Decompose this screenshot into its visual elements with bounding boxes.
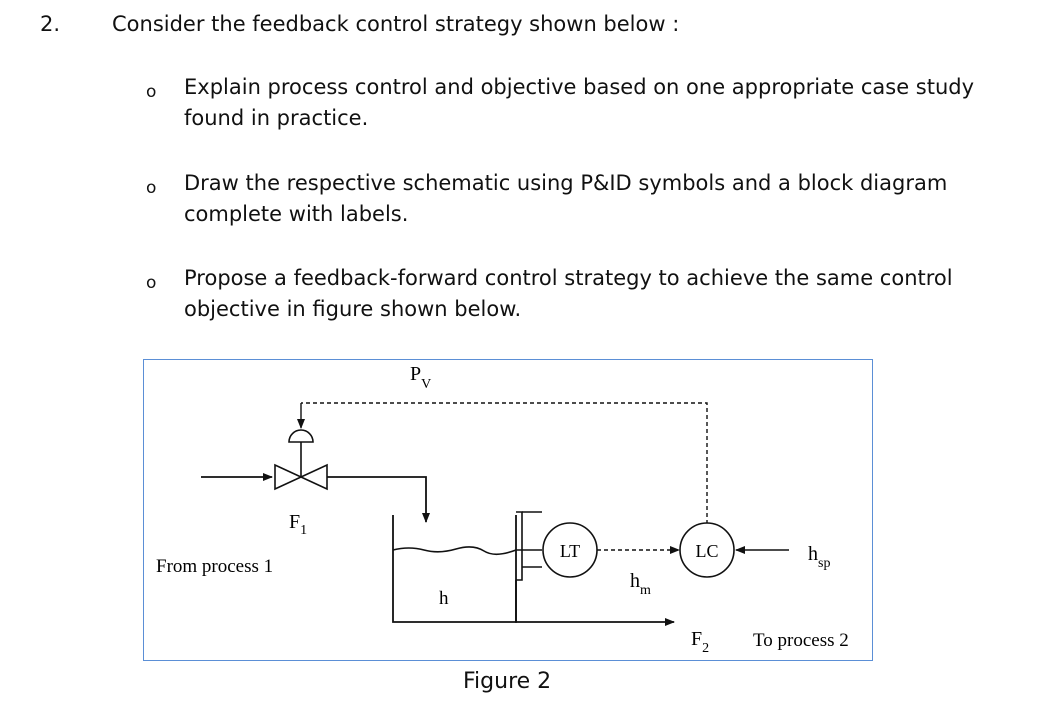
bullet-item-2: Draw the respective schematic using P&ID… (184, 171, 948, 226)
bullet-marker-3: o (146, 273, 157, 293)
figure-caption: Figure 2 (463, 669, 552, 694)
bullet-item-1: Explain process control and objective ba… (184, 75, 975, 130)
hm-label: hm (630, 570, 651, 598)
process-diagram-svg: PV F1 From process 1 h LT LC hm hsp F2 T… (156, 363, 849, 656)
process-diagram: PV F1 From process 1 h LT LC hm hsp F2 T… (143, 359, 873, 661)
valve-actuator (288, 429, 314, 443)
level-controller (679, 522, 735, 578)
from-process-label: From process 1 (156, 556, 273, 577)
question-number: 2. (40, 12, 61, 36)
outlet-pipe (515, 580, 675, 626)
tank-level-label: h (439, 588, 449, 609)
bullet-item-3: Propose a feedback-forward control strat… (184, 266, 953, 321)
bullet-marker-1: o (146, 82, 157, 102)
liquid-level (392, 546, 517, 556)
hsp-label: hsp (808, 543, 830, 571)
controller-signal-line (301, 402, 708, 538)
question-prompt: Consider the feedback control strategy s… (112, 12, 680, 36)
tank-feed-pipe (327, 476, 430, 523)
pv-label: PV (410, 363, 431, 392)
stilling-tube (516, 511, 523, 581)
lc-label: LC (695, 541, 718, 561)
f2-label: F2 (691, 628, 709, 656)
to-process-label: To process 2 (753, 630, 849, 651)
lt-label: LT (560, 541, 580, 561)
f1-label: F1 (289, 511, 307, 538)
tank (392, 515, 517, 623)
bullet-marker-2: o (146, 178, 157, 198)
